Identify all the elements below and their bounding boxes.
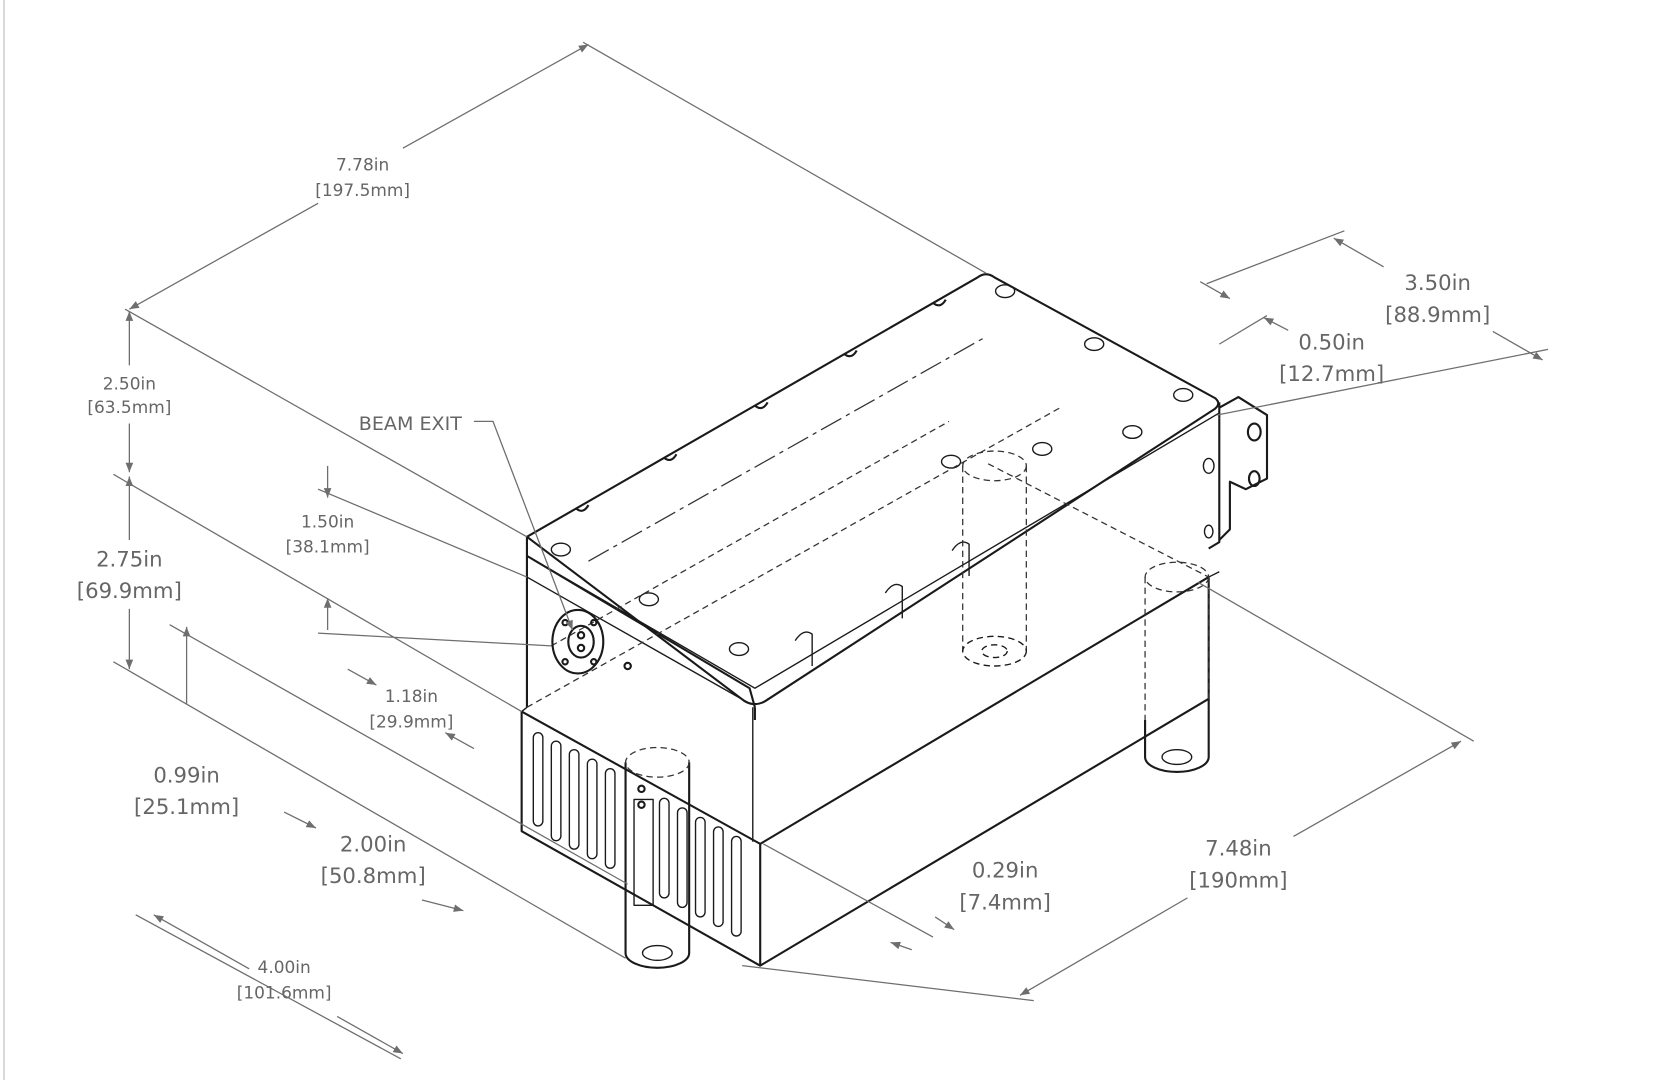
lid-top-face xyxy=(525,273,1220,706)
laser-housing xyxy=(520,273,1269,969)
dim-2-00-mm: [50.8mm] xyxy=(321,863,426,888)
dim-0-99-mm: [25.1mm] xyxy=(134,794,239,819)
dim-4-00-in: 4.00in xyxy=(258,957,311,977)
dim-1-50-mm: [38.1mm] xyxy=(286,537,370,557)
dim-2-50-mm: [63.5mm] xyxy=(87,397,171,417)
mounting-leg-rear-left xyxy=(962,450,1028,667)
lower-base xyxy=(520,576,1210,967)
mounting-leg-rear-right xyxy=(1144,561,1210,773)
dim-0-29-in: 0.29in xyxy=(972,858,1039,883)
dim-2-75-mm: [69.9mm] xyxy=(77,578,182,603)
dimension-lines xyxy=(113,41,1549,1060)
dim-4-00-mm: [101.6mm] xyxy=(237,982,332,1002)
upper-body xyxy=(525,418,1221,720)
dim-2-50-in: 2.50in xyxy=(103,374,156,394)
dim-1-18-mm: [29.9mm] xyxy=(369,711,453,731)
beam-centerline xyxy=(588,336,987,562)
dim-3-50-in: 3.50in xyxy=(1404,270,1471,295)
lid-notches xyxy=(575,299,947,512)
dim-0-99-in: 0.99in xyxy=(153,762,220,787)
dim-0-50-mm: [12.7mm] xyxy=(1279,361,1384,386)
connector xyxy=(1218,396,1269,541)
dim-7-48-mm: [190mm] xyxy=(1189,867,1287,892)
dim-3-50-mm: [88.9mm] xyxy=(1385,302,1490,327)
dim-1-50-in: 1.50in xyxy=(301,511,354,531)
mounting-leg-front xyxy=(624,746,691,969)
dim-7-78-mm: [197.5mm] xyxy=(315,180,410,200)
beam-exit-label: BEAM EXIT xyxy=(359,413,462,435)
dim-2-75-in: 2.75in xyxy=(96,546,163,571)
dim-0-50-in: 0.50in xyxy=(1298,329,1365,354)
vent-slots xyxy=(532,732,742,937)
dimension-labels: BEAM EXIT 7.78in [197.5mm] 2.50in [63.5m… xyxy=(77,154,1490,1002)
dim-7-78-in: 7.78in xyxy=(336,154,389,174)
dim-0-29-mm: [7.4mm] xyxy=(959,890,1051,915)
beam-exit-flange xyxy=(551,608,632,675)
dim-2-00-in: 2.00in xyxy=(340,831,407,856)
dim-7-48-in: 7.48in xyxy=(1205,836,1272,861)
page-border xyxy=(3,0,5,1080)
lid-holes xyxy=(550,284,1215,657)
dim-1-18-in: 1.18in xyxy=(385,686,438,706)
